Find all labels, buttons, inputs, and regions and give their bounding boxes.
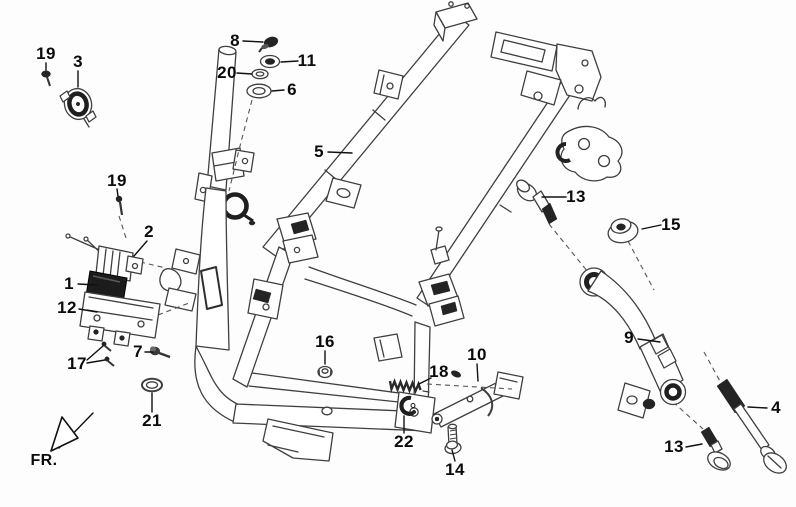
part-callout-19a: 19 xyxy=(36,44,56,63)
part-clamp-22 xyxy=(399,395,416,416)
part-washer-6 xyxy=(246,83,272,99)
part-callout-1: 1 xyxy=(64,274,74,293)
part-callout-5: 5 xyxy=(314,142,324,161)
part-callout-13a: 13 xyxy=(566,187,586,206)
part-screws-17 xyxy=(101,341,115,367)
part-callout-11: 11 xyxy=(297,51,317,70)
front-direction-arrow xyxy=(50,412,94,452)
part-bracket-12 xyxy=(79,291,161,347)
part-nut-11 xyxy=(259,54,281,69)
part-callout-16: 16 xyxy=(315,332,335,351)
part-screw-19b xyxy=(115,195,124,216)
part-callout-8: 8 xyxy=(230,31,240,50)
part-callout-3: 3 xyxy=(73,52,83,71)
part-engine-hanger-link-9 xyxy=(579,267,687,419)
part-callout-7: 7 xyxy=(133,342,143,361)
part-callout-6: 6 xyxy=(287,80,297,99)
part-oring-21 xyxy=(141,377,163,393)
part-screw-19a xyxy=(41,70,51,87)
part-callout-13b: 13 xyxy=(664,437,684,456)
part-spring-18 xyxy=(388,378,430,395)
part-callout-2: 2 xyxy=(144,222,154,241)
part-bolt-13-upper xyxy=(516,179,558,225)
callout-leader-lines xyxy=(45,40,768,462)
part-washer-20 xyxy=(251,68,269,80)
part-callout-18: 18 xyxy=(429,362,449,381)
part-callout-17: 17 xyxy=(67,354,87,373)
part-callout-9: 9 xyxy=(624,328,634,347)
part-bolt-7 xyxy=(150,346,171,359)
part-callout-15: 15 xyxy=(661,215,681,234)
part-bolt-8 xyxy=(258,36,279,53)
frame-assembly xyxy=(159,1,623,462)
part-callout-4: 4 xyxy=(771,398,781,417)
part-callout-10: 10 xyxy=(467,345,487,364)
part-horn-3 xyxy=(59,87,97,128)
part-callout-12: 12 xyxy=(57,298,77,317)
part-nut-15 xyxy=(607,218,639,244)
part-callout-19b: 19 xyxy=(107,171,127,190)
fr-direction-label: FR. xyxy=(30,452,58,469)
part-callout-14: 14 xyxy=(445,460,465,479)
part-callout-21: 21 xyxy=(142,411,162,430)
part-relay-2 xyxy=(65,233,144,282)
side-stand xyxy=(431,370,524,428)
part-callout-20: 20 xyxy=(217,63,237,82)
part-bolt-13-lower xyxy=(700,426,731,471)
assembly-dashed-lines xyxy=(118,99,722,430)
part-bolt-4 xyxy=(716,378,787,474)
part-nut-16 xyxy=(317,365,333,379)
part-bolt-14 xyxy=(444,423,462,455)
part-callout-22: 22 xyxy=(394,432,414,451)
